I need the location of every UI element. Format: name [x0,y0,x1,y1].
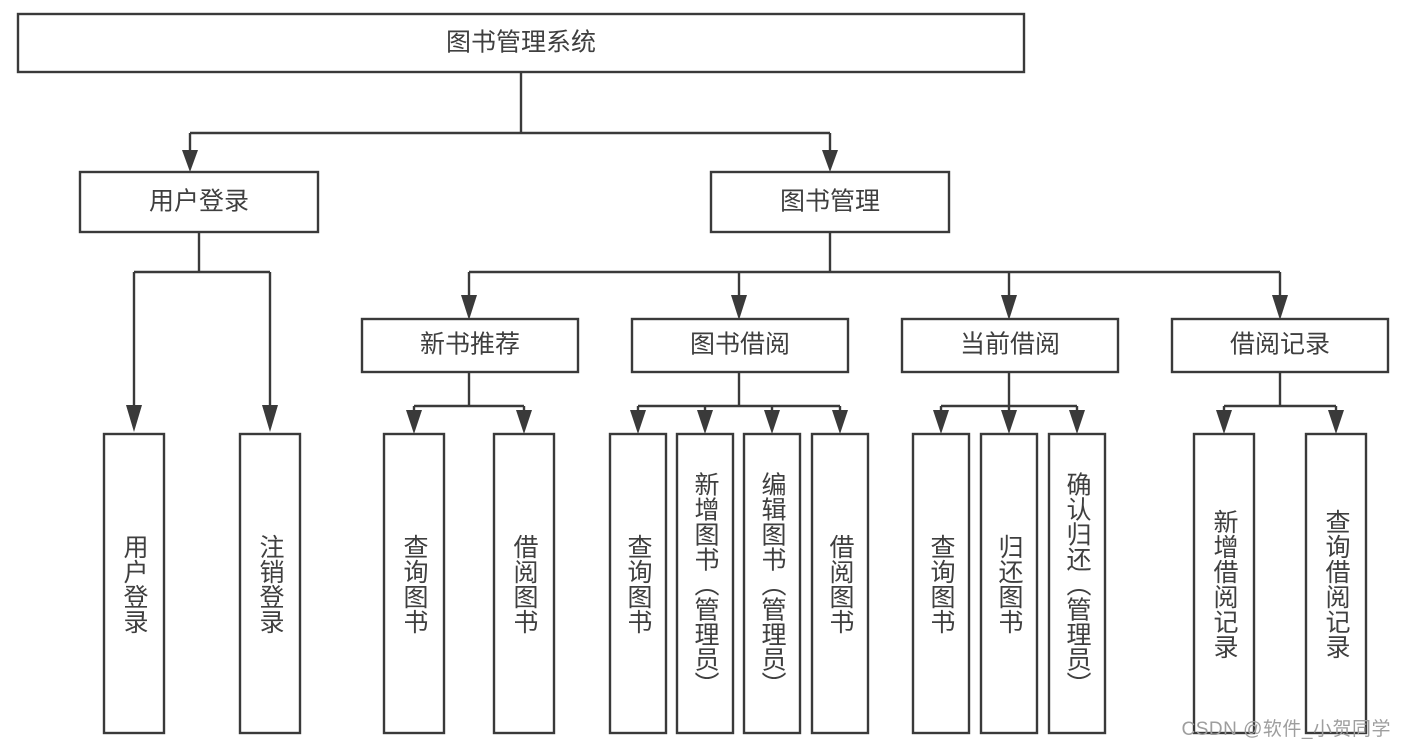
node-leaf-user-login-box[interactable] [102,432,166,735]
node-leaf-return-book-label: 归还图书 [995,534,1024,634]
node-new-book-recommend-box[interactable] [360,317,580,374]
node-user-login-label: 用户登录 [149,188,249,216]
node-book-manage-label: 图书管理 [780,188,880,216]
node-book-manage[interactable]: 图书管理 [709,170,951,234]
node-leaf-edit-book[interactable]: 编辑图书（管理员） [742,432,802,735]
arrow-head-leaf-query-book-3 [933,410,949,434]
node-leaf-query-book-1-label: 查询图书 [400,534,429,634]
node-leaf-query-book-3-box[interactable] [911,432,971,735]
node-leaf-edit-book-label: 编辑图书（管理员） [758,472,787,697]
arrow-head-leaf-user-login [126,405,142,432]
node-root[interactable]: 图书管理系统 [16,12,1026,74]
node-leaf-query-record[interactable]: 查询借阅记录 [1304,432,1368,735]
node-leaf-query-book-2[interactable]: 查询图书 [608,432,668,735]
node-leaf-query-book-2-box[interactable] [608,432,668,735]
arrow-head-leaf-borrow-book-2 [832,410,848,434]
node-leaf-add-record-label: 新增借阅记录 [1210,509,1239,659]
node-borrow-record[interactable]: 借阅记录 [1170,317,1390,374]
node-current-borrow-label: 当前借阅 [960,331,1060,359]
arrow-head-leaf-edit-book [764,410,780,434]
arrow-head-current-borrow [1001,295,1017,320]
node-leaf-return-book[interactable]: 归还图书 [979,432,1039,735]
node-borrow-record-box[interactable] [1170,317,1390,374]
node-borrow-record-label: 借阅记录 [1230,331,1330,359]
node-root-label: 图书管理系统 [446,29,596,57]
arrow-head-leaf-logout [262,405,278,432]
arrow-head-leaf-query-book-1 [406,410,422,434]
arrow-head-borrow-record [1272,295,1288,320]
node-leaf-user-login-label: 用户登录 [120,534,149,634]
node-leaf-query-book-1[interactable]: 查询图书 [382,432,446,735]
node-new-book-recommend[interactable]: 新书推荐 [360,317,580,374]
node-leaf-confirm-return-box[interactable] [1047,432,1107,735]
node-book-borrow-box[interactable] [630,317,850,374]
node-leaf-logout-label: 注销登录 [256,534,285,634]
arrow-head-leaf-return-book [1001,410,1017,434]
node-leaf-logout[interactable]: 注销登录 [238,432,302,735]
node-leaf-borrow-book-1-label: 借阅图书 [510,534,539,634]
node-leaf-query-book-1-box[interactable] [382,432,446,735]
node-root-box[interactable] [16,12,1026,74]
node-leaf-add-book-box[interactable] [675,432,735,735]
arrow-head-leaf-add-record [1216,410,1232,434]
arrow-head-book-manage [822,150,838,172]
node-leaf-query-book-3-label: 查询图书 [927,534,956,634]
arrow-head-new-book-recommend [461,295,477,320]
node-leaf-query-record-label: 查询借阅记录 [1322,509,1351,659]
node-leaf-return-book-box[interactable] [979,432,1039,735]
arrow-head-leaf-confirm-return [1069,410,1085,434]
arrow-head-leaf-query-record [1328,410,1344,434]
node-leaf-confirm-return-label: 确认归还（管理员） [1063,472,1092,697]
node-book-borrow[interactable]: 图书借阅 [630,317,850,374]
node-book-manage-box[interactable] [709,170,951,234]
node-leaf-add-record[interactable]: 新增借阅记录 [1192,432,1256,735]
node-leaf-user-login[interactable]: 用户登录 [102,432,166,735]
node-current-borrow-box[interactable] [900,317,1120,374]
node-new-book-recommend-label: 新书推荐 [420,331,520,359]
node-leaf-borrow-book-2-label: 借阅图书 [826,534,855,634]
arrow-head-book-borrow [731,295,747,320]
node-leaf-logout-box[interactable] [238,432,302,735]
node-leaf-query-book-3[interactable]: 查询图书 [911,432,971,735]
node-leaf-add-record-box[interactable] [1192,432,1256,735]
node-leaf-confirm-return[interactable]: 确认归还（管理员） [1047,432,1107,735]
node-leaf-query-book-2-label: 查询图书 [624,534,653,634]
node-user-login[interactable]: 用户登录 [78,170,320,234]
node-user-login-box[interactable] [78,170,320,234]
node-book-borrow-label: 图书借阅 [690,331,790,359]
node-leaf-borrow-book-2-box[interactable] [810,432,870,735]
arrow-head-leaf-query-book-2 [630,410,646,434]
node-leaf-add-book-label: 新增图书（管理员） [691,472,720,697]
connector-group [126,72,1344,434]
node-leaf-edit-book-box[interactable] [742,432,802,735]
node-current-borrow[interactable]: 当前借阅 [900,317,1120,374]
node-leaf-borrow-book-2[interactable]: 借阅图书 [810,432,870,735]
node-leaf-borrow-book-1-box[interactable] [492,432,556,735]
node-leaf-borrow-book-1[interactable]: 借阅图书 [492,432,556,735]
node-leaf-add-book[interactable]: 新增图书（管理员） [675,432,735,735]
arrow-head-leaf-borrow-book-1 [516,410,532,434]
node-leaf-query-record-box[interactable] [1304,432,1368,735]
arrow-head-leaf-add-book [697,410,713,434]
arrow-head-user-login [182,150,198,172]
